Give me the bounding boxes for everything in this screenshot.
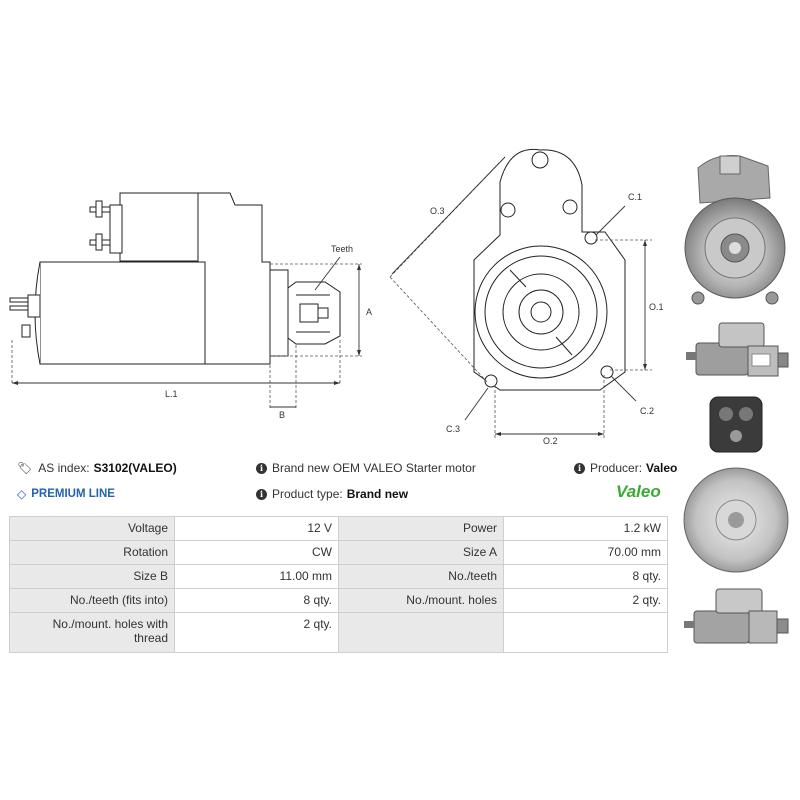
label-o1: O.1 [649,302,664,312]
producer-label: Producer: [590,461,643,475]
spec-value: 2 qty. [503,588,668,613]
description-text: Brand new OEM VALEO Starter motor [272,461,476,475]
table-row: No./mount. holes with thread 2 qty. [9,612,668,653]
product-photo-rear [683,396,789,573]
product-photo-side-2 [684,588,789,644]
producer-value: Valeo [646,461,678,475]
tag-icon: 🏷︎ [17,461,33,475]
spec-label: No./mount. holes with thread [9,612,175,653]
spec-label: No./teeth [338,564,504,589]
spec-value: 11.00 mm [174,564,339,589]
table-row: Size B 11.00 mm No./teeth 8 qty. [9,564,668,589]
table-row: No./teeth (fits into) 8 qty. No./mount. … [9,588,668,613]
product-photo-front [684,155,786,305]
as-index-label: AS index: [38,461,90,475]
valeo-logo: Valeo [616,482,661,501]
spec-label: Size A [338,540,504,565]
spec-value: 1.2 kW [503,516,668,541]
side-view-drawing [9,192,341,365]
label-c2: C.2 [640,406,654,416]
product-type: i Product type: Brand new [256,487,408,501]
description: i Brand new OEM VALEO Starter motor [256,461,476,475]
info-icon: i [256,462,267,474]
spec-label [338,612,504,653]
spec-value [503,612,668,653]
spec-value: 70.00 mm [503,540,668,565]
spec-label: No./mount. holes [338,588,504,613]
product-photo-side-1 [686,322,789,377]
spec-label: Power [338,516,504,541]
label-o3: O.3 [430,206,445,216]
label-o2: O.2 [543,436,558,446]
product-type-label: Product type: [272,487,343,501]
specifications-table: Voltage 12 V Power 1.2 kW Rotation CW Si… [9,516,668,653]
spec-value: CW [174,540,339,565]
premium-line-label: PREMIUM LINE [31,488,115,500]
front-view-drawing [473,148,626,391]
product-type-value: Brand new [346,487,409,501]
technical-drawing: Teeth A B L.1 O.3 C.1 O.1 C.2 C.3 O.2 [9,148,664,446]
as-index-value: S3102(VALEO) [93,461,177,475]
info-icon: i [574,462,585,474]
info-icon: i [256,488,267,500]
svg-text:Valeo: Valeo [616,482,661,501]
label-c3: C.3 [446,424,460,434]
label-b: B [279,410,285,420]
label-c1: C.1 [628,192,642,202]
spec-value: 8 qty. [174,588,339,613]
table-row: Voltage 12 V Power 1.2 kW [9,516,668,541]
spec-label: No./teeth (fits into) [9,588,175,613]
spec-value: 8 qty. [503,564,668,589]
producer: i Producer: Valeo [574,461,677,475]
spec-label: Rotation [9,540,175,565]
label-teeth: Teeth [331,244,353,254]
spec-value: 2 qty. [174,612,339,653]
label-l1: L.1 [165,389,178,399]
spec-value: 12 V [174,516,339,541]
label-a: A [366,307,372,317]
spec-label: Size B [9,564,175,589]
table-row: Rotation CW Size A 70.00 mm [9,540,668,565]
as-index: 🏷︎ AS index: S3102(VALEO) [17,461,177,475]
diamond-icon: ◇ [17,487,27,501]
spec-label: Voltage [9,516,175,541]
premium-line: ◇ PREMIUM LINE [17,487,115,501]
